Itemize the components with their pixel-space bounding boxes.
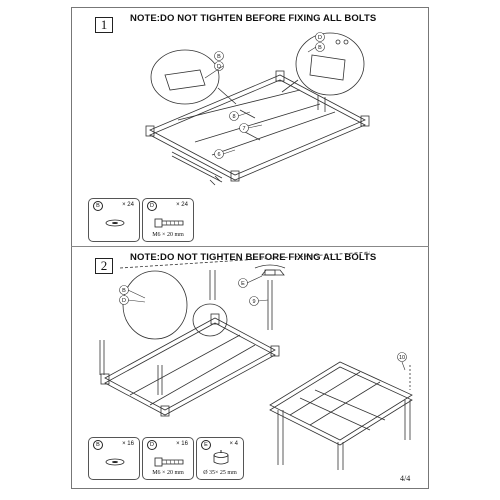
part-size: M6 × 20 mm [152,232,184,238]
bolt-icon [154,457,184,467]
step-1-note: NOTE:DO NOT TIGHTEN BEFORE FIXING ALL BO… [130,13,377,24]
step-2-note: NOTE:DO NOT TIGHTEN BEFORE FIXING ALL BO… [130,252,377,263]
bolt-icon [154,218,184,228]
callout-d-2: D [318,35,322,41]
foot-cap-icon [213,450,229,465]
step-1-part-d: D × 24 M6 × 20 mm [142,198,194,242]
part-size: Ø 35× 25 mm [203,470,237,476]
panel-divider [71,246,429,247]
callout-b: B [122,288,126,294]
part-qty: × 4 [229,441,238,447]
callout-7: 7 [242,126,245,132]
callout-e: E [241,281,245,287]
callout-8: 8 [232,114,235,120]
callout-b-2: B [318,45,322,51]
part-letter-d: D [147,201,157,211]
page-frame [71,7,429,489]
step-1-assembly-diagram: B D D B 8 7 6 [145,32,370,186]
part-letter-d: D [147,440,157,450]
part-letter-b: B [93,440,103,450]
step-2-part-e: E × 4 Ø 35× 25 mm [196,437,244,480]
page-number: 4/4 [400,474,411,483]
callout-d-1: D [217,64,221,70]
part-qty: × 24 [176,202,188,208]
callout-6: 6 [217,152,220,158]
step-2-part-b: B × 16 [88,437,140,480]
washer-icon [105,458,125,466]
step-1-part-b: B × 24 [88,198,140,242]
part-size: M6 × 20 mm [152,470,184,476]
callout-d: D [122,298,126,304]
callout-9: 9 [252,299,255,305]
part-qty: × 16 [176,441,188,447]
step-2-part-d: D × 16 M6 × 20 mm [142,437,194,480]
callout-10: 10 [399,355,405,361]
step-1-number: 1 [95,17,113,33]
callout-b-1: B [217,54,221,60]
washer-icon [105,219,125,227]
step-2-number: 2 [95,258,113,274]
part-letter-e: E [201,440,211,450]
part-qty: × 24 [122,202,134,208]
part-letter-b: B [93,201,103,211]
part-qty: × 16 [122,441,134,447]
